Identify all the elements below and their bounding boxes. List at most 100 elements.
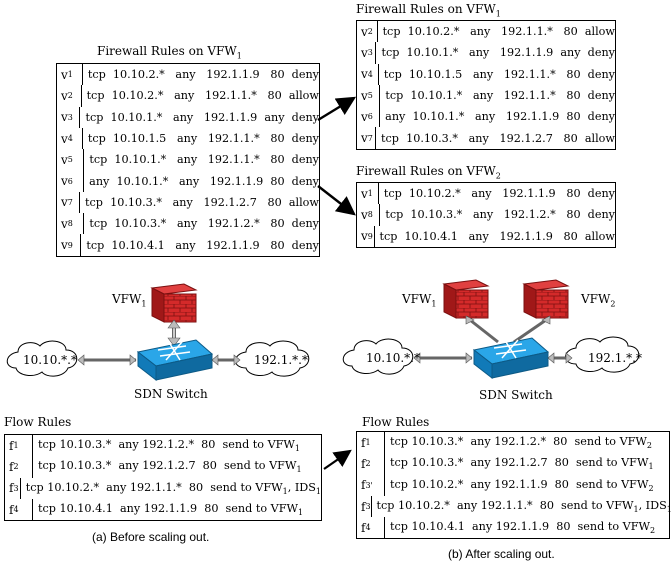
sdn-switch-icon: [136, 339, 214, 382]
caption-b: (b) After scaling out.: [448, 547, 555, 561]
left-firewall-title: Firewall Rules on VFW1: [97, 44, 242, 61]
cloud-right-label: 192.1.*.*: [254, 353, 308, 367]
rule-text: tcp 10.10.1.* any 192.1.1.* 80 deny: [385, 89, 615, 103]
rule-text: tcp 10.10.3.* any 192.1.2.* 80 deny: [385, 208, 615, 222]
cloud-icon: [235, 340, 310, 377]
right-flow-title: Flow Rules: [362, 415, 430, 429]
rule-text: any 10.10.1.* any 192.1.1.9 80 deny: [385, 110, 615, 124]
right-fw2-title: Firewall Rules on VFW2: [356, 164, 501, 181]
rule-text: tcp 10.10.3.* any 192.1.2.7 80 send to V…: [390, 456, 654, 472]
firewall-switch-link: [465, 315, 551, 344]
rule-text: tcp 10.10.1.* any 192.1.1.* 80 deny: [89, 153, 319, 167]
caption-a: (a) Before scaling out.: [92, 530, 210, 544]
rule-text: tcp 10.10.4.1 any 192.1.1.9 80 send to V…: [38, 501, 304, 518]
cloud-left-label: 10.10.*.*: [23, 353, 77, 367]
rule-text: tcp 10.10.1.* any 192.1.1.9 any deny: [381, 46, 615, 60]
rule-text: any 10.10.1.* any 192.1.1.9 80 deny: [89, 174, 319, 188]
rule-text: tcp 10.10.2.* any 192.1.1.* 80 allow: [382, 25, 615, 39]
switch-cloud-link: [211, 354, 241, 366]
cloud-icon: [6, 340, 78, 377]
switch-cloud-link: [547, 352, 573, 364]
left-topology: [6, 283, 310, 382]
rule-text: tcp 10.10.1.5 any 192.1.1.* 80 deny: [87, 132, 319, 146]
rule-text: tcp 10.10.2.* any 192.1.1.9 80 deny: [87, 68, 319, 82]
switch-label: SDN Switch: [479, 388, 553, 402]
firewall-switch-link: [167, 319, 181, 347]
switch-label: SDN Switch: [134, 387, 208, 401]
rule-text: tcp 10.10.1.5 any 192.1.1.* 80 deny: [383, 67, 615, 81]
firewall-icon: [442, 279, 490, 319]
rule-text: tcp 10.10.2.* any 192.1.1.* 80 send to V…: [376, 498, 672, 515]
cloud-right-label: 192.1.*.*: [588, 351, 642, 365]
rule-text: tcp 10.10.4.1 any 192.1.1.9 80 send to V…: [390, 520, 656, 536]
cloud-switch-link: [413, 352, 473, 364]
cloud-icon: [565, 336, 640, 373]
sdn-switch-icon: [472, 337, 550, 380]
firewall-icon: [522, 279, 570, 319]
firewall-icon: [150, 283, 198, 323]
transition-arrow: [323, 449, 352, 470]
rule-text: tcp 10.10.2.* any 192.1.1.9 80 deny: [383, 187, 615, 201]
right-fw1-title: Firewall Rules on VFW1: [356, 2, 501, 19]
rule-text: tcp 10.10.2.* any 192.1.1.* 80 allow: [86, 89, 319, 103]
rule-text: tcp 10.10.3.* any 192.1.2.7 80 send to V…: [38, 459, 302, 475]
vfw-label: VFW1: [112, 292, 147, 309]
rule-text: tcp 10.10.3.* any 192.1.2.* 80 deny: [89, 217, 319, 231]
split-arrows: [317, 96, 357, 216]
rule-text: tcp 10.10.3.* any 192.1.2.* 80 send to V…: [390, 435, 653, 451]
rule-text: tcp 10.10.3.* any 192.1.2.7 80 allow: [381, 131, 615, 145]
rule-text: tcp 10.10.2.* any 192.1.1.* 80 send to V…: [25, 480, 321, 496]
rule-text: tcp 10.10.3.* any 192.1.2.* 80 send to V…: [38, 438, 301, 454]
